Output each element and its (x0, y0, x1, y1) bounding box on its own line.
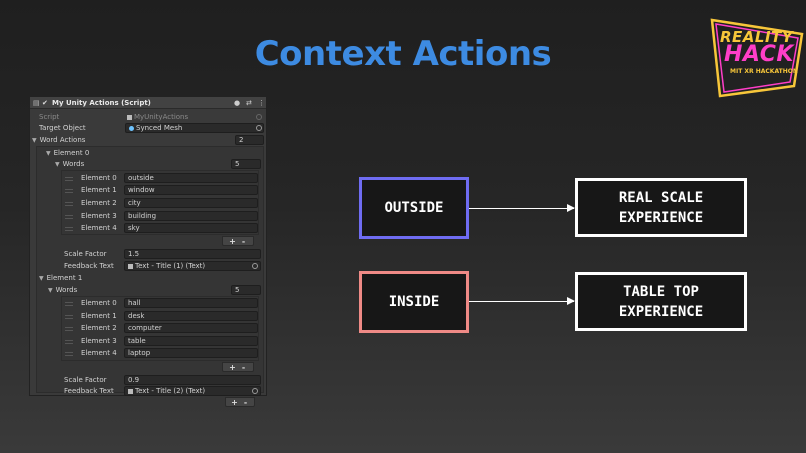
help-icon[interactable]: ● (234, 99, 241, 107)
more-menu-icon[interactable]: ⋮ (258, 99, 265, 107)
word-label: Element 1 (81, 312, 117, 320)
words-foldout[interactable]: ▼Words (48, 286, 78, 294)
logo-line-2: HACK (724, 42, 794, 67)
word-field[interactable]: city (124, 198, 258, 208)
scale-factor-label: Scale Factor (64, 250, 107, 258)
feedback-text-label: Feedback Text (64, 387, 114, 395)
outside-arrow (469, 204, 575, 212)
component-header[interactable] (30, 97, 266, 109)
word-label: Element 2 (81, 199, 117, 207)
word-label: Element 0 (81, 174, 117, 182)
words-foldout[interactable]: ▼Words (55, 160, 85, 168)
real-scale-box: REAL SCALE EXPERIENCE (575, 178, 747, 237)
feedback-text-field[interactable]: Text - Title (2) (Text) (124, 386, 261, 396)
drag-handle[interactable] (65, 215, 73, 219)
component-title: My Unity Actions (Script) (52, 99, 151, 107)
word-field[interactable]: computer (124, 323, 258, 333)
drag-handle[interactable] (65, 189, 73, 193)
feedback-picker-icon[interactable] (252, 263, 258, 269)
word-field[interactable]: window (124, 185, 258, 195)
drag-handle[interactable] (65, 177, 73, 181)
word-field[interactable]: hall (124, 298, 258, 308)
add-button[interactable]: + (231, 398, 238, 407)
inside-arrow (469, 297, 575, 305)
add-button[interactable]: + (229, 237, 236, 246)
script-picker-icon (256, 114, 262, 120)
slide-title: Context Actions (254, 34, 552, 74)
drag-handle[interactable] (65, 227, 73, 231)
words-size[interactable]: 5 (231, 159, 261, 169)
word-label: Element 4 (81, 224, 117, 232)
enabled-checkbox[interactable]: ✔ (42, 99, 48, 107)
scale-factor-field[interactable]: 0.9 (124, 375, 261, 385)
add-button[interactable]: + (229, 363, 236, 372)
scale-factor-label: Scale Factor (64, 376, 107, 384)
remove-button[interactable]: - (241, 237, 246, 246)
remove-button[interactable]: - (243, 398, 248, 407)
word-label: Element 0 (81, 299, 117, 307)
word-label: Element 3 (81, 337, 117, 345)
word-label: Element 4 (81, 349, 117, 357)
feedback-text-label: Feedback Text (64, 262, 114, 270)
word-label: Element 3 (81, 212, 117, 220)
table-top-line-2: EXPERIENCE (618, 303, 704, 320)
target-object-label: Target Object (39, 124, 86, 132)
word-field[interactable]: outside (124, 173, 258, 183)
drag-handle[interactable] (65, 352, 73, 356)
script-value: MyUnityActions (127, 112, 188, 123)
script-label: Script (39, 113, 60, 121)
word-field[interactable]: laptop (124, 348, 258, 358)
feedback-text-field[interactable]: Text - Title (1) (Text) (124, 261, 261, 271)
target-object-field[interactable]: Synced Mesh (125, 123, 264, 133)
feedback-picker-icon[interactable] (252, 388, 258, 394)
element-0-foldout[interactable]: ▼Element 0 (46, 149, 90, 157)
remove-button[interactable]: - (241, 363, 246, 372)
table-top-box: TABLE TOP EXPERIENCE (575, 272, 747, 331)
drag-handle[interactable] (65, 327, 73, 331)
scale-factor-field[interactable]: 1.5 (124, 249, 261, 259)
real-scale-line-1: REAL SCALE (618, 189, 704, 206)
word-actions-size[interactable]: 2 (235, 135, 264, 145)
drag-handle[interactable] (65, 315, 73, 319)
unity-inspector-panel: ▤ ✔ My Unity Actions (Script) ● ⇄ ⋮ Scri… (29, 96, 267, 396)
target-picker-icon[interactable] (256, 125, 262, 131)
logo-line-3: MIT XR HACKATHON (730, 68, 798, 75)
word-actions-foldout[interactable]: ▼Word Actions (32, 136, 86, 144)
add-remove-buttons: +- (222, 236, 254, 246)
word-actions-add-remove: +- (225, 397, 255, 407)
words-size[interactable]: 5 (231, 285, 261, 295)
preset-icon[interactable]: ⇄ (246, 99, 252, 107)
word-field[interactable]: table (124, 336, 258, 346)
word-label: Element 1 (81, 186, 117, 194)
inside-box: INSIDE (359, 271, 469, 333)
real-scale-line-2: EXPERIENCE (618, 209, 704, 226)
reality-hack-logo: REALITY HACK MIT XR HACKATHON (706, 16, 806, 98)
add-remove-buttons: +- (222, 362, 254, 372)
drag-handle[interactable] (65, 340, 73, 344)
word-field[interactable]: sky (124, 223, 258, 233)
script-file-icon: ▤ (33, 99, 40, 107)
table-top-line-1: TABLE TOP (623, 283, 699, 300)
outside-box: OUTSIDE (359, 177, 469, 239)
logo-line-1: REALITY (720, 28, 794, 46)
drag-handle[interactable] (65, 302, 73, 306)
word-label: Element 2 (81, 324, 117, 332)
word-field[interactable]: building (124, 211, 258, 221)
word-field[interactable]: desk (124, 311, 258, 321)
element-1-foldout[interactable]: ▼Element 1 (39, 274, 83, 282)
drag-handle[interactable] (65, 202, 73, 206)
